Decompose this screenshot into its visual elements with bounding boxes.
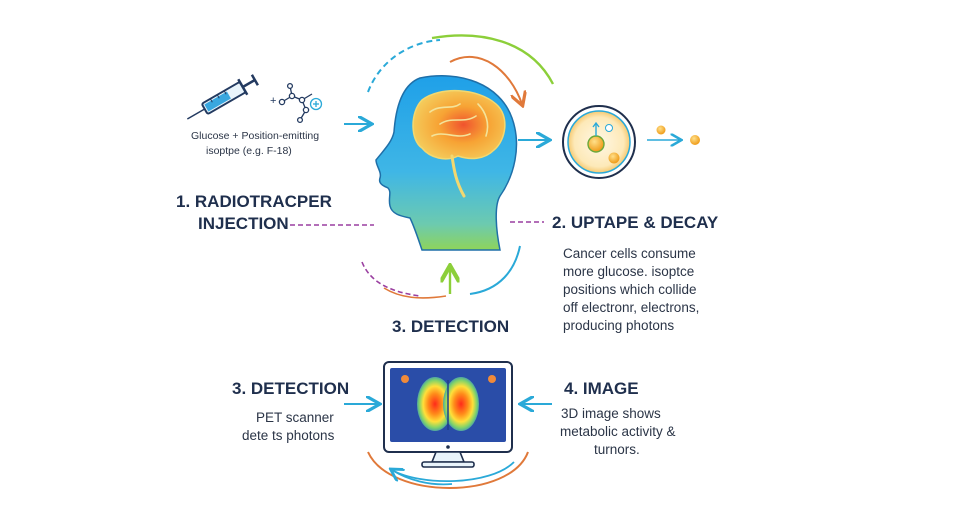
brain-scan-icon	[417, 377, 479, 431]
injection-label-line-1: Glucose + Position-emitting	[191, 130, 319, 142]
molecule-icon	[278, 82, 323, 124]
injection-label-line-2: isoptpe (e.g. F-18)	[206, 145, 292, 157]
particle-icon-2	[690, 135, 700, 145]
injection-title-line-2: INJECTION	[198, 214, 289, 233]
arc-bottom-orange	[383, 287, 447, 299]
image-body-line-1: 3D image shows	[561, 406, 661, 421]
detection-title: 3. DETECTION	[232, 379, 349, 398]
arc-bottom-cyan	[469, 245, 521, 295]
arc-top-green	[431, 34, 555, 85]
arc-under-monitor-orange	[367, 451, 529, 489]
uptake-body-line-5: producing photons	[563, 318, 674, 333]
syringe-icon	[186, 74, 259, 120]
detection-body-line-2: dete ts photons	[242, 428, 335, 443]
injection-title-line-1: 1. RADIOTRACPER	[176, 192, 332, 211]
particle-icon	[656, 125, 666, 135]
cell-icon	[562, 105, 636, 179]
uptake-body-line-4: off electronr, electrons,	[563, 300, 699, 315]
detection-center-title: 3. DETECTION	[392, 317, 509, 336]
detection-body-line-1: PET scanner	[256, 410, 334, 425]
uptake-body-line-3: positions which collide	[563, 282, 697, 297]
plus-icon: +	[270, 95, 276, 107]
arc-top-cyan	[367, 39, 441, 93]
head-brain-icon	[375, 75, 518, 251]
image-title: 4. IMAGE	[564, 379, 639, 398]
image-body-line-3: turnors.	[594, 442, 640, 457]
uptake-body-line-2: more glucose. isoptce	[563, 264, 694, 279]
uptake-title: 2. UPTAPE & DECAY	[552, 213, 719, 232]
uptake-body-line-1: Cancer cells consume	[563, 246, 696, 261]
arc-under-monitor-cyan-arrow	[392, 470, 453, 486]
arc-top-orange	[449, 56, 522, 104]
image-body-line-2: metabolic activity &	[560, 424, 676, 439]
